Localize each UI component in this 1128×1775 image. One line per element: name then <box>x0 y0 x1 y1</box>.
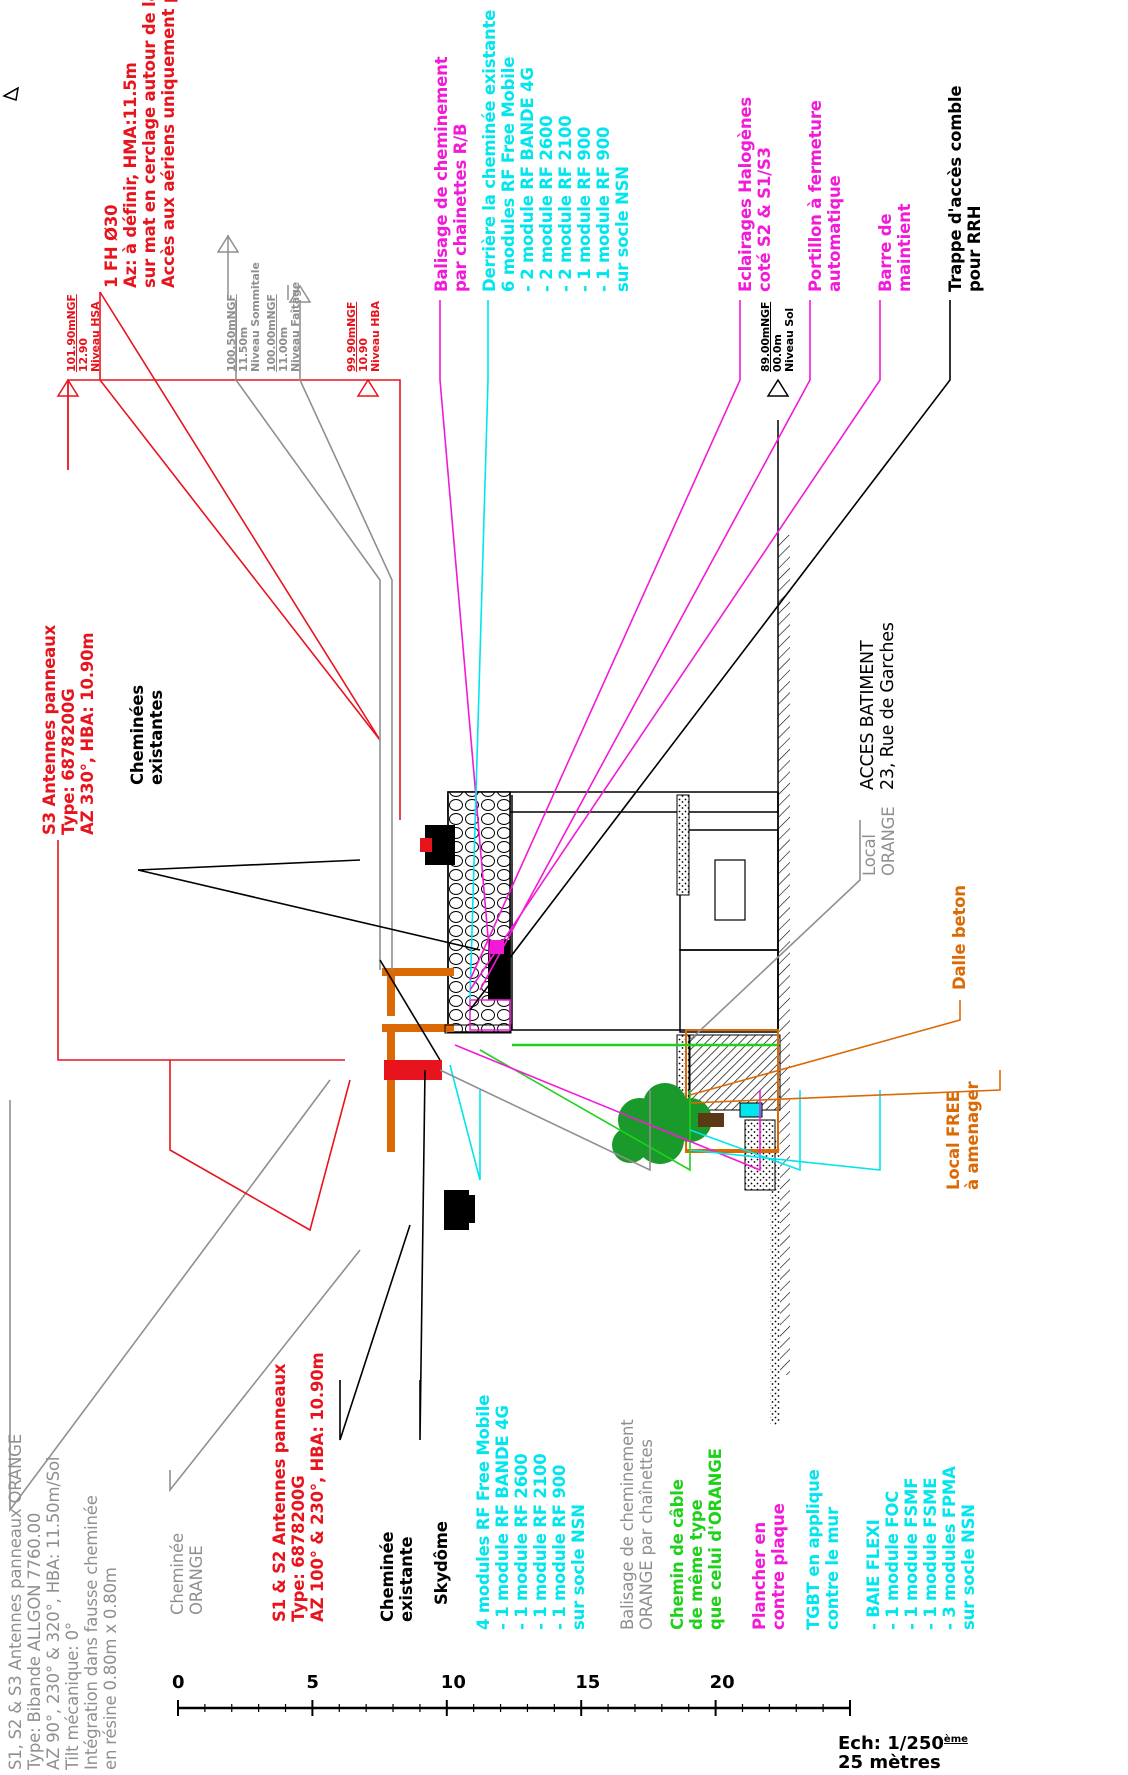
note-dalle: Dalle beton <box>950 885 969 990</box>
scale-ratio: Ech: 1/250ème <box>838 1733 968 1754</box>
scale-tick-label: 20 <box>709 1672 735 1693</box>
scale-length: 25 mètres <box>838 1752 941 1773</box>
note-baie: - BAIE FLEXI- 1 module FOC- 1 module FSM… <box>864 1466 978 1630</box>
leader-lines <box>9 291 1001 1513</box>
scale-tick-label: 15 <box>575 1672 601 1693</box>
north-arrow-icon <box>2 86 19 101</box>
scale-tick-label: 10 <box>440 1672 466 1693</box>
scale-ticks <box>177 1700 851 1716</box>
note-modules4: 4 modules RF Free Mobile- 1 module RF BA… <box>474 1394 588 1630</box>
note-skydome: Skydôme <box>432 1521 451 1605</box>
tree-icon <box>612 1083 724 1164</box>
scale-tick-label: 5 <box>306 1672 319 1693</box>
scale-tick-label: 0 <box>172 1672 185 1693</box>
